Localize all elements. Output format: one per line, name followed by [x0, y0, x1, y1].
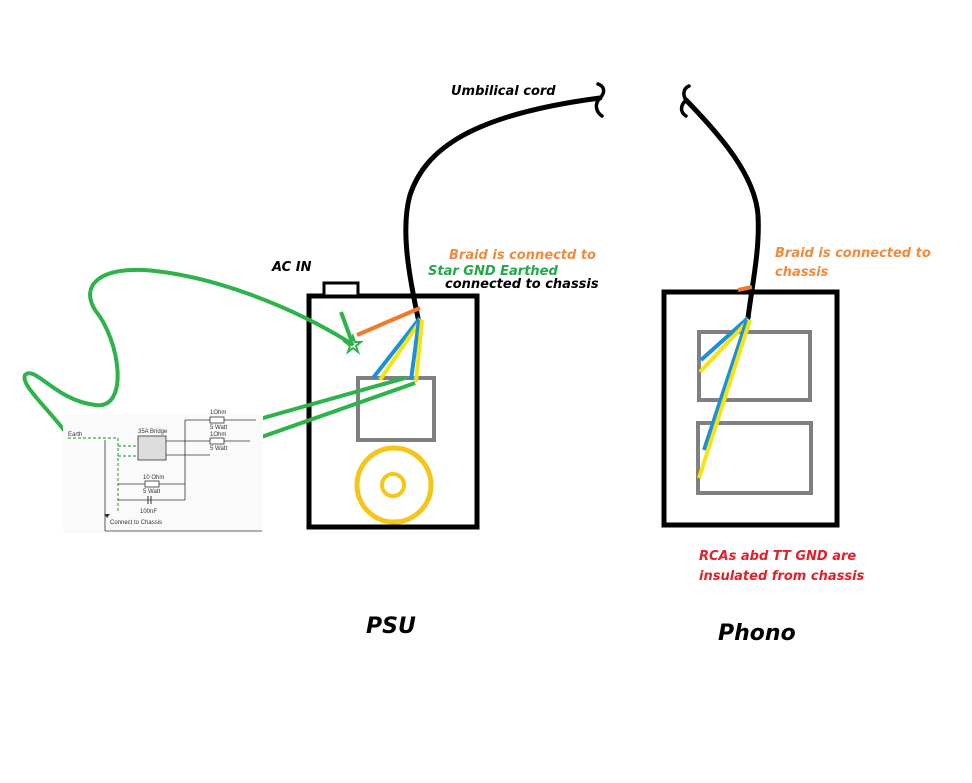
- phono-braid-orange: [737, 285, 753, 292]
- schematic-cap-value: 100nF: [140, 509, 157, 515]
- phono-braid-note-1: Braid is connected to: [775, 246, 931, 261]
- resistor-3: [144, 480, 160, 488]
- schematic-r1-power: 5 Watt: [210, 425, 227, 431]
- schematic-earth-label: Earth: [68, 432, 82, 438]
- resistor-2: [209, 437, 225, 445]
- psu-chassis: [306, 293, 480, 530]
- chassis-ground-icon: [104, 514, 110, 518]
- schematic-r2-value: 1Ohm: [210, 432, 226, 438]
- psu-braid-note-2: Star GND Earthed: [428, 264, 559, 279]
- earth-lead-green: [22, 267, 354, 440]
- phono-blue-wire-2: [702, 319, 749, 451]
- toroidal-transformer-outer: [354, 445, 434, 525]
- phono-title: Phono: [718, 621, 796, 646]
- schematic-r1-value: 1Ohm: [210, 410, 226, 416]
- phono-yellow-wire-2: [697, 319, 752, 479]
- psu-schematic: Earth 35A Bridge 1Ohm 5 Watt 1Ohm 5 Watt…: [63, 410, 263, 533]
- umbilical-cord-right: [683, 97, 761, 321]
- rca-note-1: RCAs abd TT GND are: [699, 549, 856, 564]
- phono-board-lower: [696, 421, 813, 495]
- psu-braid-note-1: Braid is connectd to: [449, 248, 596, 263]
- schematic-chassis-label: Connect to Chassis: [110, 520, 162, 526]
- psu-blue-wire-2: [409, 319, 421, 381]
- umbilical-label: Umbilical cord: [451, 84, 556, 99]
- psu-title: PSU: [366, 614, 416, 639]
- schematic-background: [63, 415, 263, 533]
- rca-note-2: insulated from chassis: [699, 569, 865, 584]
- umbilical-cord-left: [403, 95, 603, 321]
- schematic-r2-power: 5 Watt: [210, 446, 227, 452]
- ac-inlet: [322, 281, 360, 298]
- psu-blue-wire-1: [371, 316, 422, 380]
- phono-braid-note-2: chassis: [775, 265, 829, 280]
- resistor-1: [209, 416, 225, 424]
- toroidal-transformer-inner: [380, 472, 406, 498]
- phono-blue-wire-1: [699, 316, 750, 362]
- cord-break-left: [594, 82, 606, 118]
- psu-yellow-wire-1: [378, 318, 423, 382]
- schematic-r3-power: 5 Watt: [143, 489, 160, 495]
- schematic-bridge-label: 35A Bridge: [138, 429, 168, 435]
- schematic-r3-value: 10 Ohm: [143, 475, 164, 481]
- psu-yellow-wire-2: [414, 319, 424, 383]
- phono-yellow-wire-1: [698, 318, 751, 374]
- bridge-rectifier: [137, 435, 167, 461]
- dc-wire-2: [249, 381, 416, 443]
- cord-break-right: [679, 84, 691, 118]
- phono-board-upper: [697, 330, 812, 402]
- earth-lead-tail: [339, 311, 354, 343]
- psu-board: [356, 376, 436, 442]
- ac-in-label: AC IN: [271, 260, 312, 275]
- psu-braid-orange-wire: [356, 306, 421, 337]
- psu-braid-note-3: connected to chassis: [445, 277, 599, 292]
- dc-wire-1: [255, 376, 406, 422]
- phono-chassis: [661, 289, 840, 528]
